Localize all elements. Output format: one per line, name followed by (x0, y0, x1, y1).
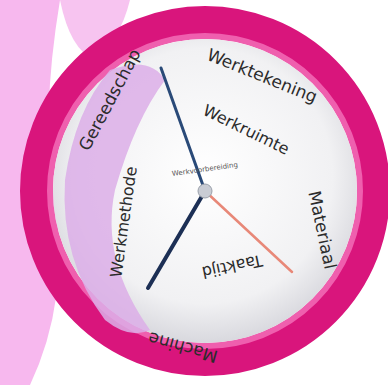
clock-face (53, 39, 357, 343)
outer-ring (35, 21, 375, 361)
inner-rim (50, 36, 360, 346)
clock-hand (148, 191, 205, 288)
center-dot (198, 184, 212, 198)
